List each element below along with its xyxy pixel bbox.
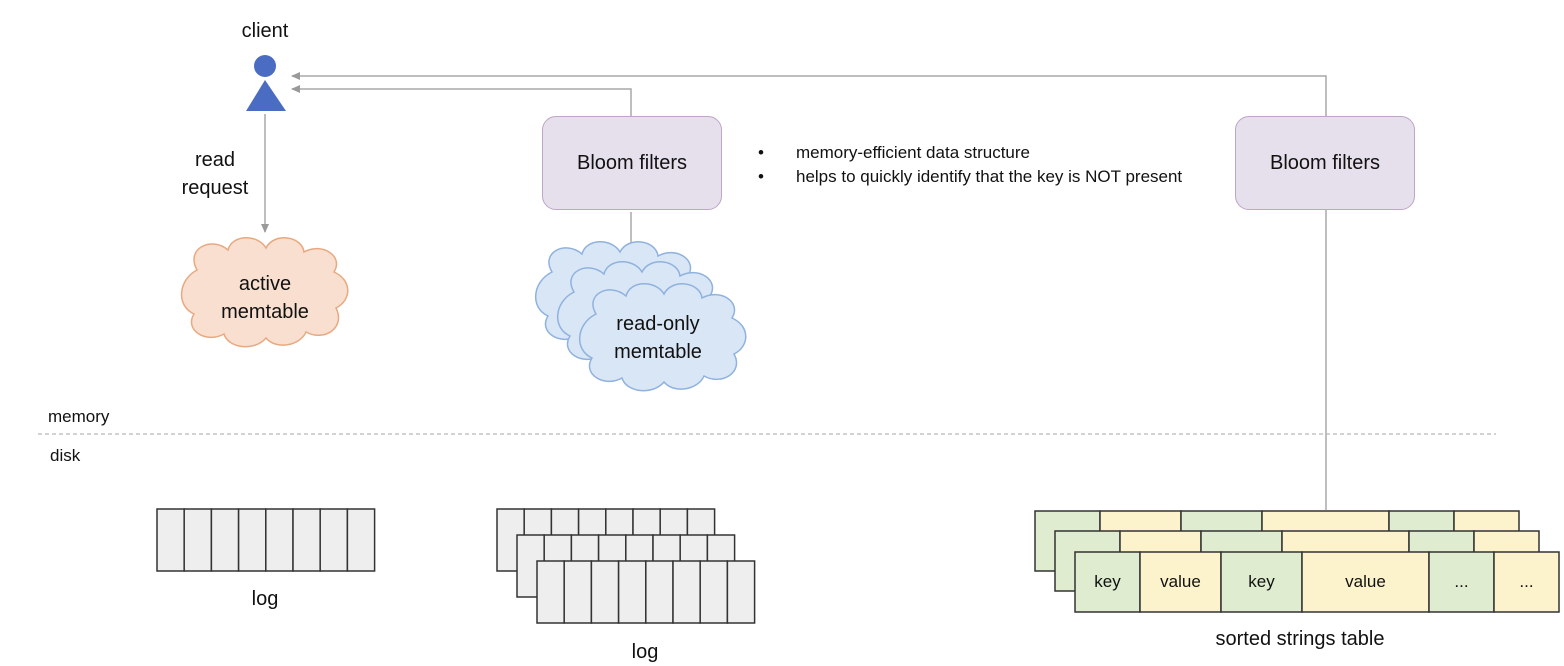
- sstable-stack: [1034, 510, 1560, 613]
- log-stack-front-cell: [590, 560, 620, 624]
- log-stack-front-cell: [536, 560, 565, 624]
- sstable-cell-label: ...: [1519, 572, 1534, 591]
- read-request-line2: request: [181, 177, 249, 199]
- log-stack-front-cell: [617, 560, 647, 624]
- log-single-cell: [265, 508, 294, 572]
- log-stack: [496, 508, 756, 624]
- log-label-stack: log: [631, 641, 659, 663]
- log-stack-front-cell: [563, 560, 593, 624]
- active-memtable-line1: active: [238, 273, 292, 295]
- log-single-cell: [237, 508, 267, 572]
- readonly-memtable-cloud-front: [578, 283, 747, 392]
- sstable-row-front-cell: [1139, 551, 1222, 613]
- active-memtable-line2: memtable: [221, 301, 309, 323]
- sstable-cell-label: key: [1094, 572, 1121, 591]
- readonly-bloom-to-client-arrow: [291, 85, 632, 116]
- readonly-memtable-line2: memtable: [614, 341, 702, 363]
- bloom-filter-notes: memory-efficient data structure helps to…: [758, 141, 1182, 189]
- bloom-note-2: helps to quickly identify that the key i…: [758, 165, 1182, 189]
- bloom-filters-box-memtable: Bloom filters: [542, 116, 722, 210]
- log-single-cell: [319, 508, 349, 572]
- sstable-cell-label: value: [1345, 572, 1386, 591]
- sstable-label: sorted strings table: [1215, 628, 1385, 650]
- read-request-line1: read: [194, 149, 236, 171]
- bloom-filters-box-sstable: Bloom filters: [1235, 116, 1415, 210]
- sstable-row-front-cell: [1428, 551, 1495, 613]
- client-label: client: [241, 20, 289, 42]
- log-single-cell: [292, 508, 321, 572]
- sstable-row-front-cell: [1220, 551, 1303, 613]
- readonly-memtable-line1: read-only: [616, 313, 700, 335]
- log-stack-front-cell: [672, 560, 701, 624]
- sstable-row-front-cell: [1493, 551, 1560, 613]
- sstable-bloom-to-client-arrow: [291, 72, 1327, 510]
- log-single-cell: [183, 508, 213, 572]
- read-request-label: read request: [170, 146, 260, 202]
- sstable-cell-label: value: [1160, 572, 1201, 591]
- sstable-cell-label: ...: [1454, 572, 1469, 591]
- log-stack-front-cell: [699, 560, 729, 624]
- sstable-cell-label: key: [1248, 572, 1275, 591]
- readonly-memtable-cloud-stack: [534, 241, 747, 392]
- log-stack-front-cell: [726, 560, 756, 624]
- connectors: [261, 72, 1327, 510]
- readonly-memtable-label: read-only memtable: [598, 310, 718, 366]
- sstable-row-front-cell: [1074, 551, 1141, 613]
- active-memtable-cloud: [180, 237, 349, 348]
- log-single-cell: [346, 508, 376, 572]
- log-single: [156, 508, 376, 572]
- active-memtable-cloud-shape: [180, 237, 349, 348]
- sstable-row-front-cell: [1301, 551, 1430, 613]
- bloom-note-1: memory-efficient data structure: [758, 141, 1182, 165]
- log-label-single: log: [251, 588, 279, 610]
- log-stack-front-cell: [645, 560, 674, 624]
- client-person-icon: [246, 55, 286, 111]
- log-single-cell: [210, 508, 240, 572]
- memory-label: memory: [48, 407, 110, 426]
- active-memtable-label: active memtable: [205, 270, 325, 326]
- log-single-cell: [156, 508, 185, 572]
- disk-label: disk: [50, 446, 81, 465]
